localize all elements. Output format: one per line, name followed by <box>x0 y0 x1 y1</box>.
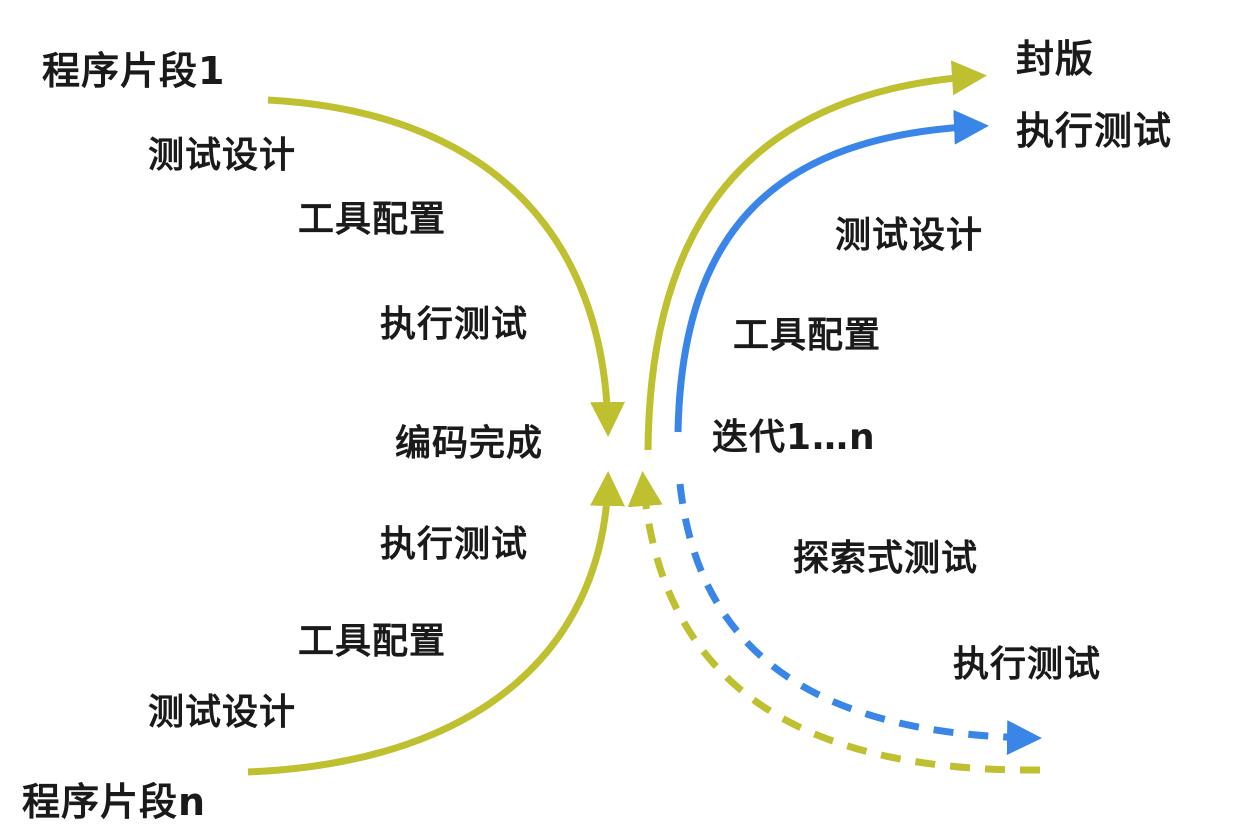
label-test-design-right: 测试设计 <box>835 215 984 256</box>
label-tool-config-bottom-left: 工具配置 <box>298 621 447 662</box>
label-test-design-bottom-left: 测试设计 <box>148 692 297 733</box>
label-release: 封版 <box>1016 37 1095 81</box>
arrow-top-left <box>267 96 626 437</box>
arrow-bottom-left <box>247 471 625 776</box>
label-execute-top-left: 执行测试 <box>380 304 529 345</box>
arrow-iteration <box>674 109 989 433</box>
label-iteration: 迭代1…n <box>712 417 876 458</box>
label-execute-top-right: 执行测试 <box>1016 109 1173 153</box>
label-tool-config-right: 工具配置 <box>733 315 882 356</box>
label-execute-bottom-left: 执行测试 <box>380 524 529 565</box>
label-tool-config-top-left: 工具配置 <box>298 199 447 240</box>
label-test-design-top-left: 测试设计 <box>148 135 297 176</box>
label-execute-bottom-right: 执行测试 <box>953 644 1102 685</box>
arrow-dashed-blue <box>676 483 1042 756</box>
label-exploratory-testing: 探索式测试 <box>793 538 979 579</box>
arrow-release <box>644 60 987 451</box>
arrow-dashed-yellow <box>627 471 1041 774</box>
label-fragment-1: 程序片段1 <box>42 49 226 93</box>
label-fragment-n: 程序片段n <box>22 780 207 824</box>
label-coding-complete: 编码完成 <box>395 423 544 464</box>
